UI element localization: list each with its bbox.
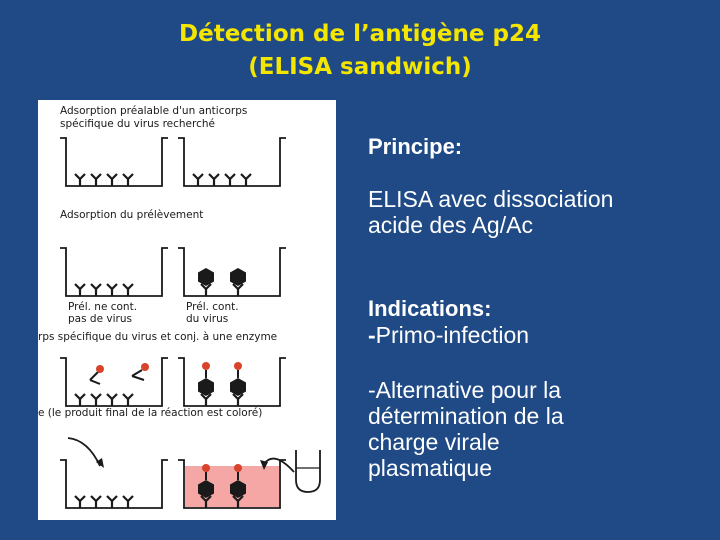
elisa-sandwich-figure: Adsorption préalable d'un anticorps spéc… (38, 100, 336, 520)
slide-title: Détection de l’antigène p24 (ELISA sandw… (0, 18, 720, 84)
elisa-sandwich-diagram: Adsorption préalable d'un anticorps spéc… (38, 105, 321, 510)
well-row1-left (59, 137, 169, 188)
principe-text-line1: ELISA avec dissociation (368, 186, 614, 212)
enzyme-dot (202, 464, 210, 472)
principe-heading: Principe: (368, 134, 463, 159)
indication-primo-infection: -Primo-infection (368, 322, 530, 348)
indication2-line3: charge virale (368, 429, 500, 455)
caption-well-right-line1: Prél. cont. (186, 301, 239, 313)
enzyme-dot (234, 464, 242, 472)
substrate-tube-icon (295, 450, 321, 493)
well-row4-right (177, 459, 287, 510)
well-row4-left (59, 459, 169, 510)
indication2-line1: -Alternative pour la (368, 377, 562, 403)
indication2-line2: détermination de la (368, 403, 564, 429)
caption-well-left-line2: pas de virus (68, 313, 132, 325)
well-row2-left (59, 247, 169, 298)
caption-step4: e (le produit final de la réaction est c… (38, 407, 262, 419)
arrow-left-icon (67, 437, 104, 468)
well-row1-right (177, 137, 287, 188)
enzyme-dot (234, 362, 242, 370)
well-row2-right (177, 247, 287, 298)
slide-title-line1: Détection de l’antigène p24 (179, 21, 541, 47)
indication2-line4: plasmatique (368, 455, 493, 481)
caption-well-left-line1: Prél. ne cont. (68, 301, 137, 313)
well-row3-left (59, 357, 169, 408)
caption-step1-line2: spécifique du virus recherché (60, 118, 215, 130)
arrow-right-icon (260, 457, 295, 473)
caption-well-right-line2: du virus (186, 313, 228, 325)
caption-step2: Adsorption du prélèvement (60, 209, 203, 221)
enzyme-dot (141, 363, 149, 371)
slide-title-line2: (ELISA sandwich) (248, 54, 472, 80)
caption-step1-line1: Adsorption préalable d'un anticorps (60, 105, 247, 117)
caption-step3: rps spécifique du virus et conj. à une e… (38, 331, 277, 343)
indications-heading: Indications: (368, 296, 492, 321)
enzyme-dot (96, 365, 104, 373)
enzyme-dot (202, 362, 210, 370)
well-row3-right (177, 357, 287, 408)
principe-text-line2: acide des Ag/Ac (368, 212, 533, 238)
